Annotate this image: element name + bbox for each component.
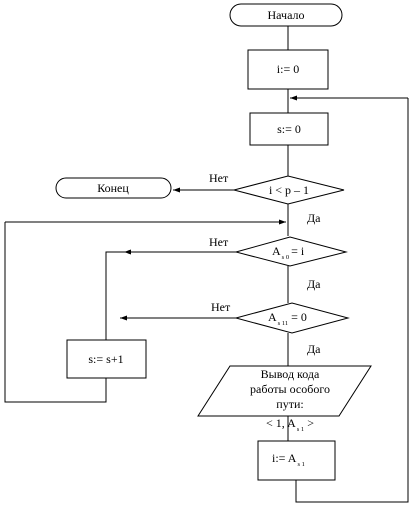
assign-i-label: i:= As 1 (272, 451, 305, 468)
connectors (4, 26, 409, 503)
output-line-3: пути: (276, 397, 303, 411)
output-line-1: Вывод кода (261, 367, 320, 381)
yes-label-2: Да (307, 277, 321, 291)
output-line-4: < 1, As 1> (266, 416, 314, 433)
no-to-increment-line (105, 251, 236, 340)
start-label: Начало (268, 8, 305, 22)
output-line-2: работы особого (250, 382, 330, 396)
increment-loop-line (4, 222, 107, 403)
start-terminal: Начало (229, 3, 343, 27)
init-i-label: i:= 0 (277, 62, 299, 76)
init-s-process: s:= 0 (249, 112, 329, 146)
decision-a-s0-equals-i: As 0= i (234, 236, 348, 267)
assign-i-process: i:= As 1 (257, 440, 336, 481)
init-i-process: i:= 0 (247, 49, 329, 90)
increment-s-label: s:= s+1 (88, 352, 123, 366)
end-label: Конец (97, 181, 129, 195)
init-s-label: s:= 0 (277, 122, 301, 136)
increment-s-process: s:= s+1 (66, 339, 147, 379)
decision-a-s11-equals-0: As 11= 0 (234, 302, 350, 334)
yes-label-3: Да (307, 342, 321, 356)
output-parallelogram: Вывод кода работы особого пути: < 1, As … (197, 365, 372, 433)
yes-label-1: Да (307, 211, 321, 225)
no-label-1: Нет (209, 171, 229, 185)
no-label-3: Нет (211, 300, 231, 314)
end-terminal: Конец (55, 177, 172, 199)
no-label-2: Нет (209, 235, 229, 249)
loop-back-line (295, 98, 409, 503)
decision-1-label: i < p – 1 (269, 183, 309, 197)
decision-2-label: As 0= i (272, 244, 305, 261)
decision-3-label: As 11= 0 (268, 310, 307, 327)
decision-i-less-p: i < p – 1 (232, 175, 345, 205)
